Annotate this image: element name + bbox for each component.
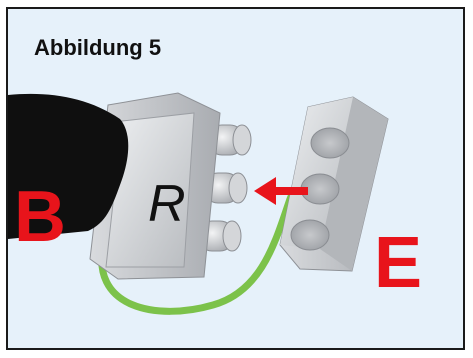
connector-letter-r: R	[148, 175, 186, 233]
label-b: B	[14, 177, 66, 257]
figure-caption: Abbildung 5	[34, 35, 162, 60]
socket-connector-e	[279, 96, 389, 272]
arrow-left-icon	[254, 177, 308, 205]
connector-illustration: R B E	[8, 92, 422, 315]
figure-panel: Abbildung 5	[6, 7, 465, 350]
label-e: E	[374, 223, 422, 303]
hand-shape	[8, 93, 129, 239]
